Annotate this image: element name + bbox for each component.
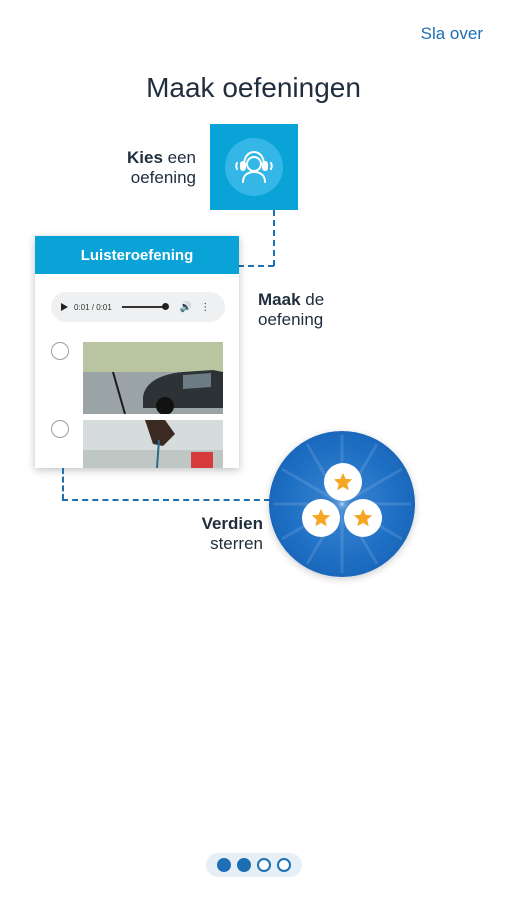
audio-time: 0:01 / 0:01 bbox=[74, 302, 112, 312]
step-do-line2: oefening bbox=[258, 310, 324, 329]
answer-image-car-wash[interactable] bbox=[83, 342, 223, 414]
volume-icon[interactable]: 🔊 bbox=[179, 301, 193, 313]
step-choose-rest: een bbox=[162, 148, 196, 167]
star-icon bbox=[344, 499, 382, 537]
skip-button[interactable]: Sla over bbox=[420, 24, 483, 43]
step-do-rest: de bbox=[300, 290, 325, 309]
audio-player[interactable]: 0:01 / 0:01 🔊 ⋮ bbox=[51, 292, 225, 322]
connector-line bbox=[273, 210, 275, 266]
pagination-dot-2[interactable] bbox=[237, 858, 251, 872]
play-icon[interactable] bbox=[61, 303, 68, 311]
card-title: Luisteroefening bbox=[35, 236, 239, 274]
step-earn-line2: sterren bbox=[210, 534, 263, 553]
exercise-card: Luisteroefening 0:01 / 0:01 🔊 ⋮ bbox=[35, 236, 239, 468]
stars-badge bbox=[269, 431, 415, 577]
connector-line bbox=[238, 265, 274, 267]
step-earn-bold: Verdien bbox=[201, 514, 263, 533]
answer-radio-1[interactable] bbox=[51, 342, 69, 360]
connector-line bbox=[62, 468, 64, 500]
star-icon bbox=[302, 499, 340, 537]
headphones-person-icon bbox=[225, 138, 283, 196]
step-choose-line2: oefening bbox=[130, 168, 196, 187]
answer-radio-2[interactable] bbox=[51, 420, 69, 438]
star-icon bbox=[324, 463, 362, 501]
step-do-label: Maak de oefening bbox=[258, 290, 324, 330]
audio-progress-slider[interactable] bbox=[121, 303, 169, 310]
pagination-dot-4[interactable] bbox=[277, 858, 291, 872]
pagination-dot-3[interactable] bbox=[257, 858, 271, 872]
page-title: Maak oefeningen bbox=[146, 72, 361, 103]
pagination-dot-1[interactable] bbox=[217, 858, 231, 872]
step-earn-label: Verdien sterren bbox=[196, 514, 263, 554]
answer-image-mopping[interactable] bbox=[83, 420, 223, 468]
step-choose-bold: Kies bbox=[126, 148, 163, 167]
connector-line bbox=[62, 499, 270, 501]
more-options-icon[interactable]: ⋮ bbox=[200, 301, 211, 313]
step-choose-label: Kies een oefening bbox=[124, 148, 196, 188]
step-do-bold: Maak bbox=[258, 290, 301, 309]
pagination-dots bbox=[206, 853, 302, 877]
exercise-type-tile bbox=[210, 124, 298, 210]
